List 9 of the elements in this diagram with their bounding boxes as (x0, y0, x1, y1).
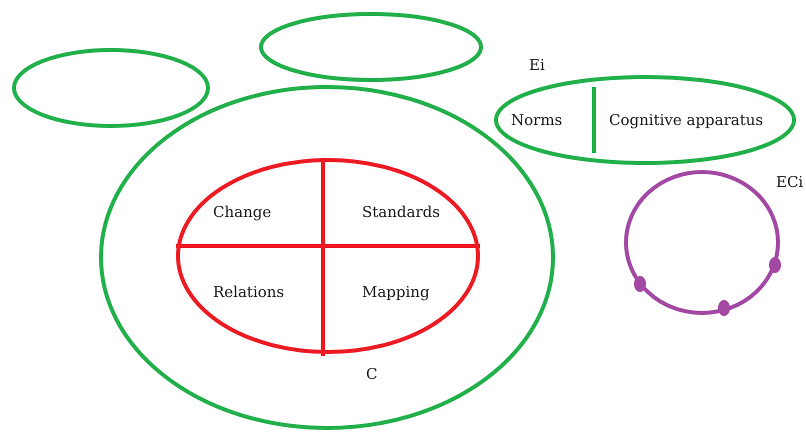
node-label: Standards (362, 203, 440, 221)
node-label: Relations (213, 283, 284, 301)
node-label: Cognitive apparatus (609, 111, 764, 129)
node-label: ECi (776, 173, 804, 191)
node-label: Mapping (362, 283, 430, 301)
node-label: Ei (529, 56, 545, 74)
node-label: Norms (511, 111, 562, 129)
node-label: Change (213, 203, 272, 221)
node-label: C (366, 365, 378, 383)
